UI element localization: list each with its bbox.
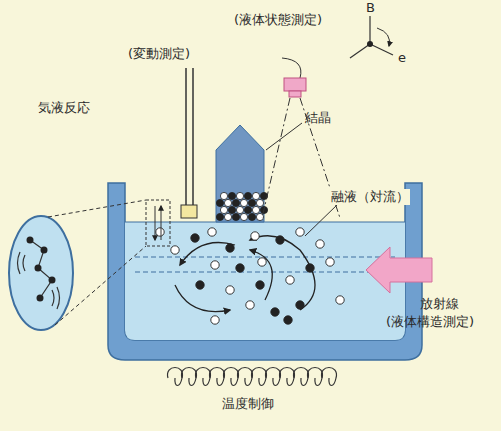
atom bbox=[240, 213, 247, 220]
atom bbox=[224, 199, 231, 206]
atom bbox=[258, 258, 266, 266]
crystal-atoms bbox=[216, 192, 267, 220]
atom bbox=[196, 281, 204, 289]
optical-sensor bbox=[284, 78, 306, 91]
atom bbox=[211, 316, 219, 324]
atom bbox=[220, 192, 227, 199]
measurement-label: (変動測定) bbox=[128, 46, 190, 62]
atom bbox=[232, 213, 239, 220]
atom bbox=[211, 261, 219, 269]
atom bbox=[244, 192, 251, 199]
atom bbox=[232, 199, 239, 206]
measurement-label: (液体構造測定) bbox=[386, 314, 474, 330]
atom bbox=[284, 316, 292, 324]
crystal bbox=[216, 125, 264, 222]
atom bbox=[256, 199, 263, 206]
reaction-box bbox=[146, 200, 170, 246]
melt-atoms bbox=[156, 228, 344, 324]
atom bbox=[236, 206, 243, 213]
atom bbox=[252, 206, 259, 213]
atom bbox=[336, 296, 344, 304]
atom bbox=[226, 286, 234, 294]
atom bbox=[316, 240, 324, 248]
atom bbox=[220, 206, 227, 213]
probe-head bbox=[181, 205, 197, 218]
atom bbox=[244, 206, 251, 213]
axis-label: B bbox=[366, 0, 375, 16]
atom bbox=[226, 244, 234, 252]
atom bbox=[228, 206, 235, 213]
atom bbox=[248, 199, 255, 206]
atom bbox=[248, 213, 255, 220]
atom bbox=[326, 258, 334, 266]
temperature-label: 温度制御 bbox=[222, 396, 274, 412]
axis-label: e bbox=[398, 50, 406, 66]
atom bbox=[251, 232, 259, 240]
atom bbox=[306, 264, 314, 272]
melt-label: 融液（対流） bbox=[330, 189, 410, 205]
atom bbox=[236, 264, 244, 272]
atom bbox=[228, 192, 235, 199]
radiation-arrow bbox=[366, 247, 432, 293]
atom bbox=[240, 199, 247, 206]
atom bbox=[208, 228, 216, 236]
atom bbox=[271, 308, 279, 316]
atom bbox=[246, 301, 254, 309]
measurement-label: (液体状態測定) bbox=[234, 12, 322, 28]
atom bbox=[296, 301, 304, 309]
atom bbox=[216, 199, 223, 206]
atom bbox=[296, 228, 304, 236]
heater-coil bbox=[168, 368, 337, 386]
atom bbox=[191, 234, 199, 242]
atom bbox=[236, 192, 243, 199]
atom bbox=[286, 276, 294, 284]
atom bbox=[171, 246, 179, 254]
atom bbox=[224, 213, 231, 220]
atom bbox=[276, 236, 284, 244]
crystal-label: 結晶 bbox=[305, 110, 331, 126]
atom bbox=[256, 281, 264, 289]
zoom-ellipse bbox=[9, 216, 73, 330]
melt bbox=[125, 222, 405, 340]
radiation-label: 放射線 bbox=[420, 296, 459, 312]
atom bbox=[156, 228, 164, 236]
reaction-label: 気液反応 bbox=[38, 100, 90, 116]
atom bbox=[216, 213, 223, 220]
atom bbox=[252, 192, 259, 199]
